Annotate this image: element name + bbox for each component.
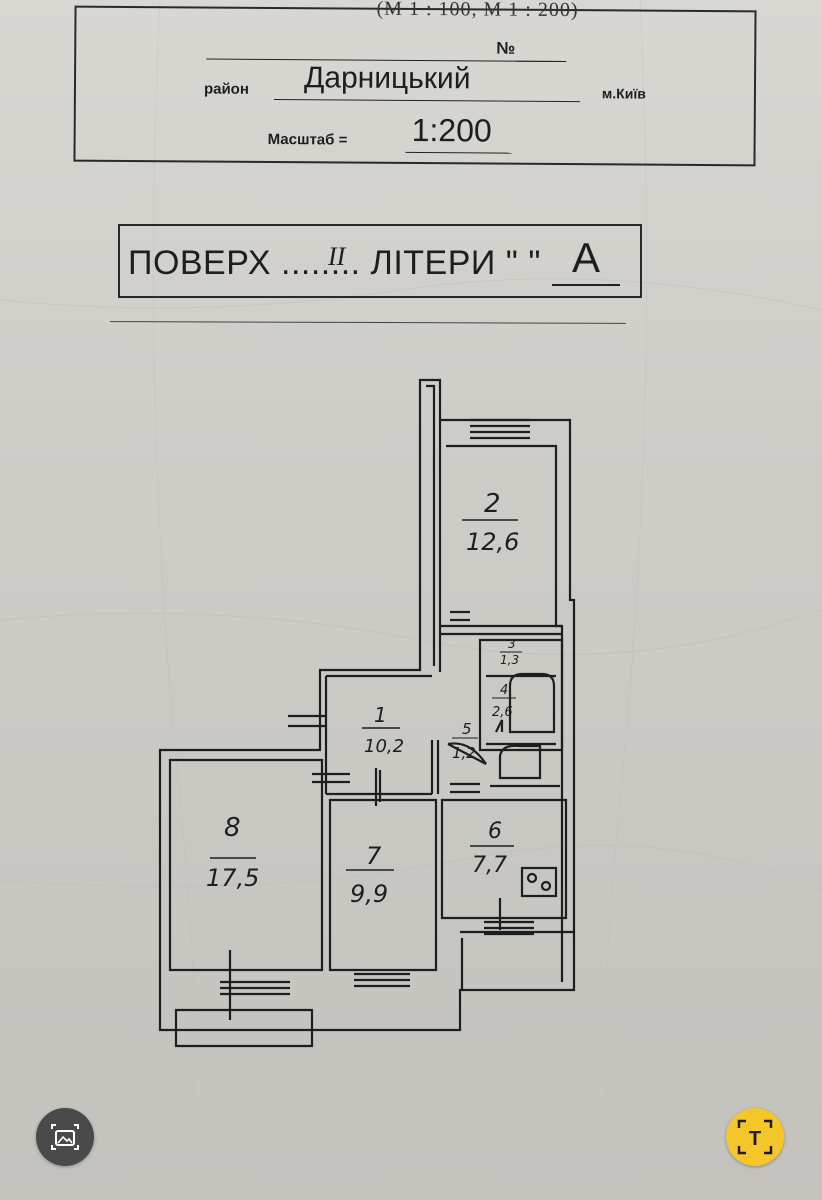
room-1-number: 1	[374, 703, 387, 727]
room-6-area: 7,7	[472, 853, 507, 878]
room-5-area: 1,2	[452, 744, 476, 762]
photo-icon	[51, 1124, 79, 1150]
room-3-number: 3	[508, 637, 516, 651]
room-labels: 2 12,6 3 1,3 4 2,6 5 1,2 1 10,2 6 7,7 7 …	[206, 489, 522, 908]
room-2-number: 2	[484, 489, 501, 519]
scale-value: 1:200	[411, 111, 492, 149]
district-value: Дарницький	[303, 61, 471, 96]
number-label: №	[496, 38, 516, 58]
floor-number: II	[328, 242, 346, 271]
number-line-short	[516, 60, 567, 63]
photo-button[interactable]	[36, 1108, 94, 1166]
room-6-number: 6	[488, 819, 502, 844]
floor-box: ПОВЕРХ ........ ЛІТЕРИ " " II А	[118, 224, 642, 298]
room-5-number: 5	[462, 720, 472, 738]
floor-letter-line	[552, 284, 620, 286]
scale-line	[405, 151, 512, 154]
floor-text: ПОВЕРХ ........ ЛІТЕРИ " "	[128, 244, 541, 282]
room-4-number: 4	[500, 683, 508, 698]
plan-walls	[158, 378, 576, 1048]
room-7-area: 9,9	[350, 880, 388, 908]
scale-note: (М 1 : 100, М 1 : 200)	[376, 0, 579, 22]
room-8-area: 17,5	[206, 864, 259, 892]
room-4-area: 2,6	[492, 705, 513, 720]
scale-label: Масштаб =	[267, 130, 348, 149]
live-text-glyph: T	[749, 1128, 761, 1150]
header-box: (М 1 : 100, М 1 : 200) № район Дарницьки…	[73, 0, 757, 167]
room-8-number: 8	[224, 813, 241, 843]
live-text-button[interactable]: T	[726, 1108, 784, 1166]
district-label: район	[203, 80, 249, 98]
room-3-area: 1,3	[500, 653, 519, 667]
room-7-number: 7	[366, 842, 382, 870]
room-1-area: 10,2	[364, 736, 404, 757]
city-label: м.Київ	[601, 85, 646, 102]
floor-plan: 2 12,6 3 1,3 4 2,6 5 1,2 1 10,2 6 7,7 7 …	[158, 378, 576, 1048]
district-line	[273, 99, 580, 103]
floor-letter: А	[572, 234, 601, 281]
room-2-area: 12,6	[466, 528, 519, 556]
live-text-icon: T	[737, 1119, 773, 1155]
